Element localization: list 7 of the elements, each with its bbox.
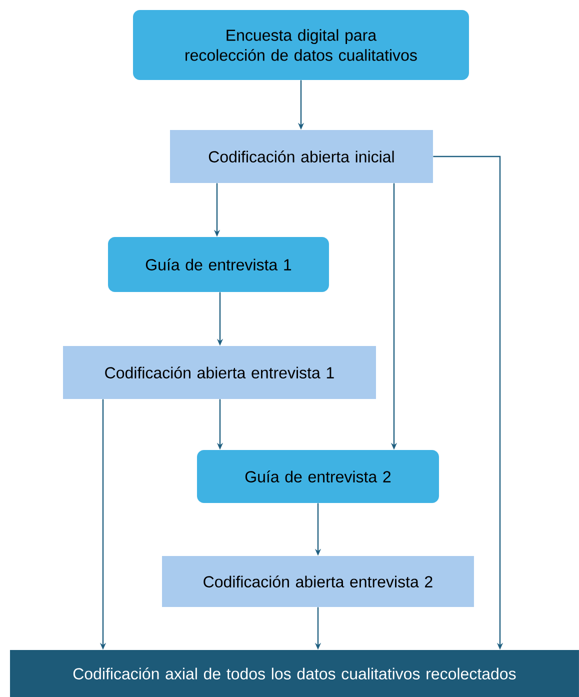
process-box: Guía de entrevista 2	[197, 450, 439, 503]
process-box: Encuesta digital para recolección de datos cualitativos	[133, 10, 469, 80]
coding-box: Codificación abierta inicial	[170, 130, 433, 183]
coding-box: Codificación abierta entrevista 1	[63, 346, 376, 399]
result-bar: Codificación axial de todos los datos cualitativos recolectados	[10, 650, 579, 697]
process-box: Guía de entrevista 1	[108, 237, 329, 292]
coding-box: Codificación abierta entrevista 2	[162, 556, 474, 607]
